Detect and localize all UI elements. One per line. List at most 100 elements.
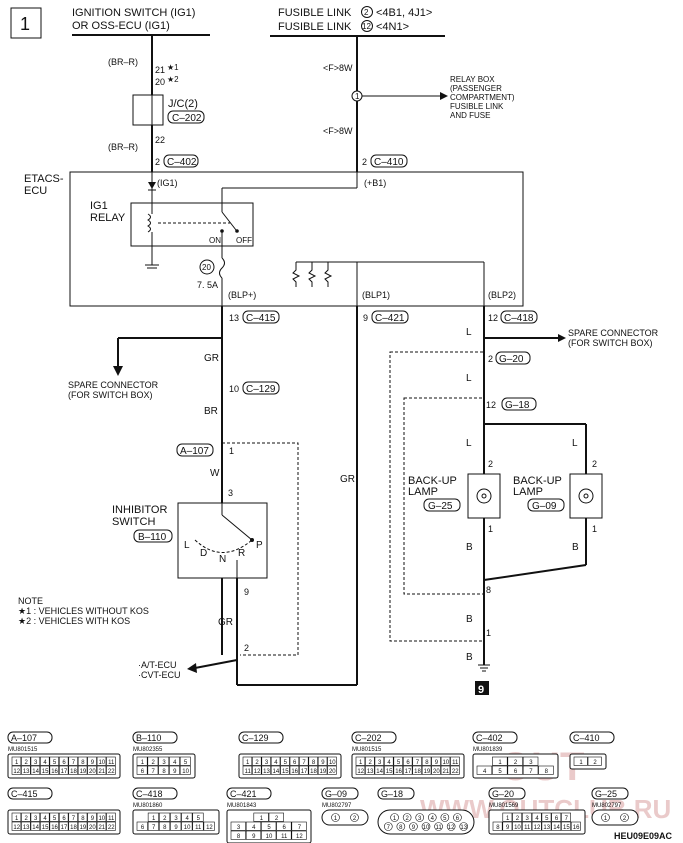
inhibitor-arm — [221, 514, 253, 541]
g18-code: G–18 — [505, 400, 530, 411]
connector-pin — [261, 830, 277, 840]
connector-pin-label: 13 — [23, 825, 30, 831]
connector-pin-label: 14 — [32, 825, 39, 831]
spare-left-arrow — [113, 366, 123, 376]
connector-pin-label: 7 — [298, 825, 302, 831]
wire-label-gr-2: GR — [218, 617, 233, 628]
connector-pin-label: 2 — [514, 760, 518, 766]
connector-pin-label: 5 — [197, 816, 201, 822]
fusible-num-circle-2 — [361, 20, 373, 32]
connector-pin-label: 5 — [267, 825, 271, 831]
relay-box-line3: COMPARTMENT) — [450, 93, 515, 102]
blp-resistor-3 — [324, 262, 333, 287]
spare-left-line1: SPARE CONNECTOR — [68, 380, 159, 390]
connector-pin-label: 8 — [545, 769, 549, 775]
connector-pin — [242, 756, 253, 766]
connector-pin — [49, 821, 59, 831]
connector-pin-label: 11 — [524, 825, 531, 831]
connector-pin-label: 3 — [529, 760, 533, 766]
a107-dashed-outline — [222, 442, 299, 656]
connector-pin — [158, 812, 171, 822]
connector-pin — [87, 765, 97, 775]
connector-pin-label: 21 — [98, 825, 105, 831]
connector-body — [591, 809, 639, 826]
etacs-ecu-box — [69, 171, 524, 307]
connector-pin — [270, 756, 281, 766]
connector-pin-label: 2 — [255, 760, 259, 766]
connector-pin-label: 14 — [32, 769, 39, 775]
connector-pin-label: 13 — [367, 769, 374, 775]
a107-code-pill — [176, 443, 214, 457]
connector-pin-label: 13 — [23, 769, 30, 775]
connector-pin — [415, 813, 425, 822]
connector-pin-label: 7 — [416, 760, 420, 766]
g09-code-pill — [527, 498, 565, 512]
blp-resistor-2 — [308, 262, 317, 287]
connector-pin — [203, 821, 215, 831]
connector-pin-label: 17 — [405, 769, 412, 775]
connector-pin-label: 1 — [498, 760, 502, 766]
connector-pin-label: 10 — [514, 825, 521, 831]
connector-pin-label: 9 — [412, 825, 416, 831]
connector-pin-label: 2 — [623, 816, 627, 822]
connector-pin-label: 16 — [51, 769, 58, 775]
connector-pin — [431, 765, 441, 775]
jc-code-pill — [167, 110, 205, 124]
connector-pin-label: 9 — [174, 825, 178, 831]
connector-pin-label: 7 — [72, 816, 76, 822]
connector-pin-label: 11 — [435, 825, 442, 831]
lamp-right-code: G–09 — [532, 501, 557, 512]
ground-number: 9 — [478, 684, 484, 696]
g25-code-pill — [423, 498, 461, 512]
inhibitor-arc — [194, 539, 253, 553]
connector-pin-label: 1 — [141, 760, 145, 766]
connector-pin-label: 3 — [265, 760, 269, 766]
ground-pin: 1 — [486, 628, 491, 638]
connector-pin — [169, 756, 180, 766]
etacs-sig-b1: (+B1) — [364, 178, 386, 188]
connector-pin — [106, 756, 116, 766]
connector-pin-label: 5 — [53, 816, 57, 822]
connector-part-number: MU801860 — [133, 803, 163, 809]
connector-pin-label: 9 — [91, 760, 95, 766]
connector-pin — [384, 756, 394, 766]
connector-pin-label: 20 — [89, 769, 96, 775]
connector-pin — [299, 756, 309, 766]
connector-pin — [158, 821, 171, 831]
connector-pin — [522, 821, 532, 831]
relay-on: ON — [209, 236, 221, 245]
connector-pin — [158, 756, 170, 766]
connector-pin-label: 1 — [152, 816, 156, 822]
connector-pin — [77, 756, 88, 766]
connector-pin-label: 8 — [425, 760, 429, 766]
connector-pin-label: 6 — [283, 825, 287, 831]
connector-pin — [136, 765, 148, 775]
connector-pin — [502, 821, 513, 831]
connector-pin-label: 1 — [506, 816, 510, 822]
connector-pin — [40, 821, 50, 831]
inhibitor-code: B–110 — [138, 532, 167, 543]
connector-pin — [587, 756, 602, 766]
c410-code-pill — [370, 154, 408, 168]
g18-pin-top: 12 — [486, 400, 496, 410]
relay-box-line5: AND FUSE — [450, 111, 490, 120]
connector-pin-label: 7 — [152, 769, 156, 775]
wire-label-l-1: L — [466, 327, 472, 338]
g20-pin: 2 — [488, 354, 493, 364]
connector-pin — [11, 821, 22, 831]
connector-pin-label: 13 — [460, 825, 467, 831]
connector-pin — [11, 756, 22, 766]
connector-pin-label: 10 — [423, 825, 430, 831]
connector-pin-label: 4 — [43, 816, 47, 822]
connector-pin-label: 16 — [291, 769, 298, 775]
spare-right-arrow — [558, 334, 566, 342]
jc-box — [132, 94, 164, 126]
connector-part-number: MU801569 — [489, 803, 519, 809]
connector-pin — [245, 830, 262, 840]
fusible-line1-num: 2 — [364, 8, 369, 17]
wire-label-l-3: L — [466, 438, 472, 449]
connector-pin — [136, 821, 148, 831]
jc-star2: ★2 — [167, 75, 179, 84]
connector-pin — [252, 756, 262, 766]
